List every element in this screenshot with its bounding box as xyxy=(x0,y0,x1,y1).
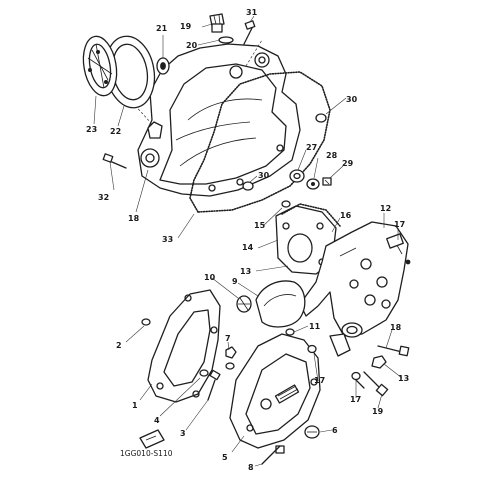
callout-28: 28 xyxy=(326,151,338,160)
callout-14: 13 xyxy=(240,267,251,276)
oil-seal-24 xyxy=(156,57,170,75)
callout-30-lower: 30 xyxy=(258,171,270,180)
dowel-17-lower xyxy=(307,344,317,354)
washer-28 xyxy=(306,178,320,190)
bolt-30-upper xyxy=(315,113,327,123)
generator-cover-5 xyxy=(229,333,321,449)
bracket-17 xyxy=(329,333,351,357)
leader-lines xyxy=(93,15,403,467)
bolt-19 xyxy=(377,345,410,357)
cover-frame-1 xyxy=(147,289,221,403)
callout-7: 7 xyxy=(225,334,231,343)
bolt-32 xyxy=(102,153,127,169)
callout-25: 22 xyxy=(110,127,121,136)
callout-13: 13 xyxy=(398,374,409,383)
callout-31: 31 xyxy=(246,8,258,17)
plug-6 xyxy=(304,425,320,439)
nut-7 xyxy=(225,346,237,370)
callout-24: 21 xyxy=(156,24,168,33)
bolt-29 xyxy=(322,177,332,186)
callout-17-lower: 17 xyxy=(314,376,325,385)
o-ring-23 xyxy=(218,36,234,44)
bolt-31 xyxy=(243,20,256,45)
sight-glass-27 xyxy=(289,169,305,183)
callout-8: 8 xyxy=(248,463,254,472)
callout-22: 19 xyxy=(180,22,192,31)
bolt-8 xyxy=(261,445,285,465)
bolt-18-lower xyxy=(351,371,365,389)
callout-18-lower: 17 xyxy=(350,395,361,404)
callout-18-upper: 17 xyxy=(394,220,405,229)
callout-12: 12 xyxy=(380,204,391,213)
callout-23: 20 xyxy=(186,41,198,50)
seal-boss xyxy=(341,322,363,338)
callout-3: 3 xyxy=(180,429,186,438)
callout-30-upper: 30 xyxy=(346,95,358,104)
callout-21: 18 xyxy=(128,214,140,223)
clutch-cover-round xyxy=(82,35,156,109)
callout-27: 27 xyxy=(306,143,317,152)
dowel-16 xyxy=(281,200,291,208)
callout-19: 18 xyxy=(390,323,402,332)
callout-26: 23 xyxy=(86,125,97,134)
dome-cover-9 xyxy=(255,280,306,328)
callout-5: 5 xyxy=(222,453,228,462)
callout-2: 2 xyxy=(116,341,122,350)
nut-13 xyxy=(371,355,387,369)
crankcase-cover-right xyxy=(137,43,301,197)
bolt-30-lower xyxy=(242,181,254,191)
bolt-2 xyxy=(141,318,151,326)
callout-6: 6 xyxy=(332,426,338,435)
bolt-3 xyxy=(207,369,221,401)
callout-1: 1 xyxy=(132,401,138,410)
drawing-code: 1GG010-S110 xyxy=(120,449,173,458)
callout-20: 19 xyxy=(372,407,384,416)
callout-9: 9 xyxy=(232,277,238,286)
callout-17-upper: 16 xyxy=(340,211,352,220)
callout-11: 11 xyxy=(309,322,321,331)
bolt-20 xyxy=(363,371,389,397)
callout-33: 33 xyxy=(162,235,173,244)
callout-32: 32 xyxy=(98,193,109,202)
dowel-11 xyxy=(285,328,295,336)
callout-labels: 19 20 21 31 23 22 30 30 27 28 29 32 18 3… xyxy=(86,8,409,472)
callout-4: 4 xyxy=(154,416,160,425)
bracket-small xyxy=(139,429,165,449)
callout-15: 14 xyxy=(242,243,254,252)
seal-10 xyxy=(236,295,252,313)
cover-gasket xyxy=(189,71,331,213)
filler-plug-22 xyxy=(209,13,225,33)
callout-29: 29 xyxy=(342,159,354,168)
callout-10: 10 xyxy=(204,273,216,282)
callout-16: 15 xyxy=(254,221,266,230)
washer-4 xyxy=(199,369,209,377)
